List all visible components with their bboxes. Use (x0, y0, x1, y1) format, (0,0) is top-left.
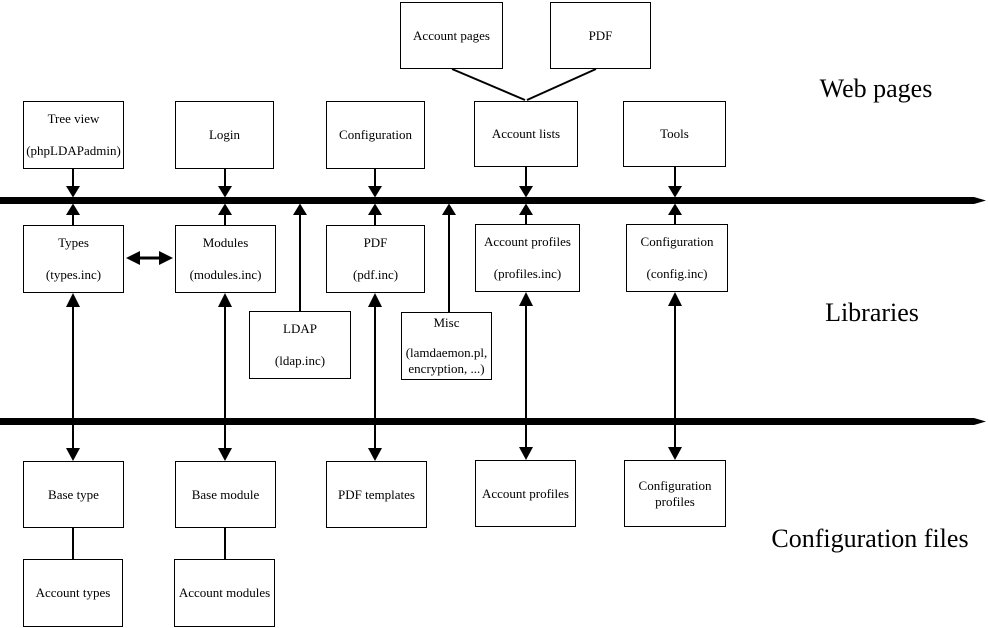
box-label: (profiles.inc) (493, 266, 562, 281)
connector-accountpages-accountlists (451, 68, 526, 101)
box-pdf-templates: PDF templates (326, 461, 427, 528)
box-tools: Tools (623, 101, 726, 167)
box-login: Login (175, 101, 274, 169)
box-label: Tree view (47, 111, 100, 126)
section-label-libraries: Libraries (825, 298, 919, 327)
box-label: Configuration (640, 234, 714, 249)
box-label: (lamdaemon.pl, (405, 345, 488, 360)
box-base-type: Base type (23, 461, 124, 528)
connector-treeview-types (66, 169, 80, 461)
box-types-lib: Types (types.inc) (23, 225, 124, 293)
box-account-types: Account types (23, 559, 123, 627)
box-label: (pdf.inc) (352, 267, 399, 282)
box-label: encryption, ...) (408, 361, 485, 376)
box-label: Base type (48, 486, 99, 502)
box-label: PDF (588, 27, 613, 43)
box-account-profiles-lib: Account profiles (profiles.inc) (475, 224, 580, 292)
section-label-web-pages: Web pages (819, 74, 933, 103)
box-pdf-lib: PDF (pdf.inc) (326, 225, 425, 293)
connector-pdfpage-accountlists (526, 68, 597, 101)
connector-types-modules (126, 251, 173, 265)
box-account-lists: Account lists (474, 101, 578, 167)
box-configuration-lib: Configuration (config.inc) (626, 224, 728, 292)
box-label: (ldap.inc) (274, 353, 326, 368)
box-label: Account profiles (483, 234, 571, 249)
section-label-configuration-files: Configuration files (771, 524, 969, 553)
box-tree-view: Tree view (phpLDAPadmin) (23, 101, 124, 169)
box-label: (phpLDAPadmin) (26, 143, 121, 158)
bus-libraries-configfiles (0, 418, 986, 425)
box-label: (modules.inc) (189, 267, 262, 282)
box-account-profiles-config: Account profiles (475, 460, 576, 527)
box-label: (types.inc) (45, 267, 102, 282)
box-label: Modules (202, 235, 249, 250)
connector-misc-bus (442, 203, 456, 312)
box-label: Types (58, 235, 89, 250)
connector-tools-configlib (668, 167, 682, 460)
box-label: Account modules (178, 585, 271, 600)
box-label: Account profiles (481, 485, 569, 501)
box-base-module: Base module (175, 461, 276, 528)
box-label: LDAP (283, 321, 317, 336)
box-configuration-page: Configuration (326, 101, 425, 169)
box-pdf-page: PDF (550, 2, 651, 69)
box-label: Configuration (638, 477, 712, 493)
box-label: (config.inc) (646, 266, 708, 281)
connector-accountlists-accountprofiles (519, 167, 533, 460)
box-modules-lib: Modules (modules.inc) (175, 225, 276, 293)
bus-web-libraries (0, 197, 986, 204)
connector-ldap-bus (293, 203, 307, 311)
box-label: Misc (433, 315, 460, 330)
box-label: Account lists (491, 126, 561, 141)
box-label: Base module (191, 486, 260, 502)
connector-login-modules (218, 169, 232, 461)
box-label: profiles (655, 493, 695, 509)
box-label: Tools (660, 126, 689, 141)
box-ldap-lib: LDAP (ldap.inc) (249, 311, 351, 379)
box-account-pages: Account pages (400, 2, 503, 69)
box-label: Account pages (413, 27, 490, 43)
box-label: Login (208, 127, 241, 142)
box-label: Configuration (339, 127, 412, 142)
box-account-modules: Account modules (174, 559, 275, 627)
box-misc-lib: Misc (lamdaemon.pl,encryption, ...) (401, 312, 492, 380)
box-label: Account types (35, 585, 111, 600)
box-label: PDF (363, 235, 388, 250)
connector-configuration-pdflib (368, 169, 382, 461)
box-label: PDF templates (338, 486, 415, 502)
